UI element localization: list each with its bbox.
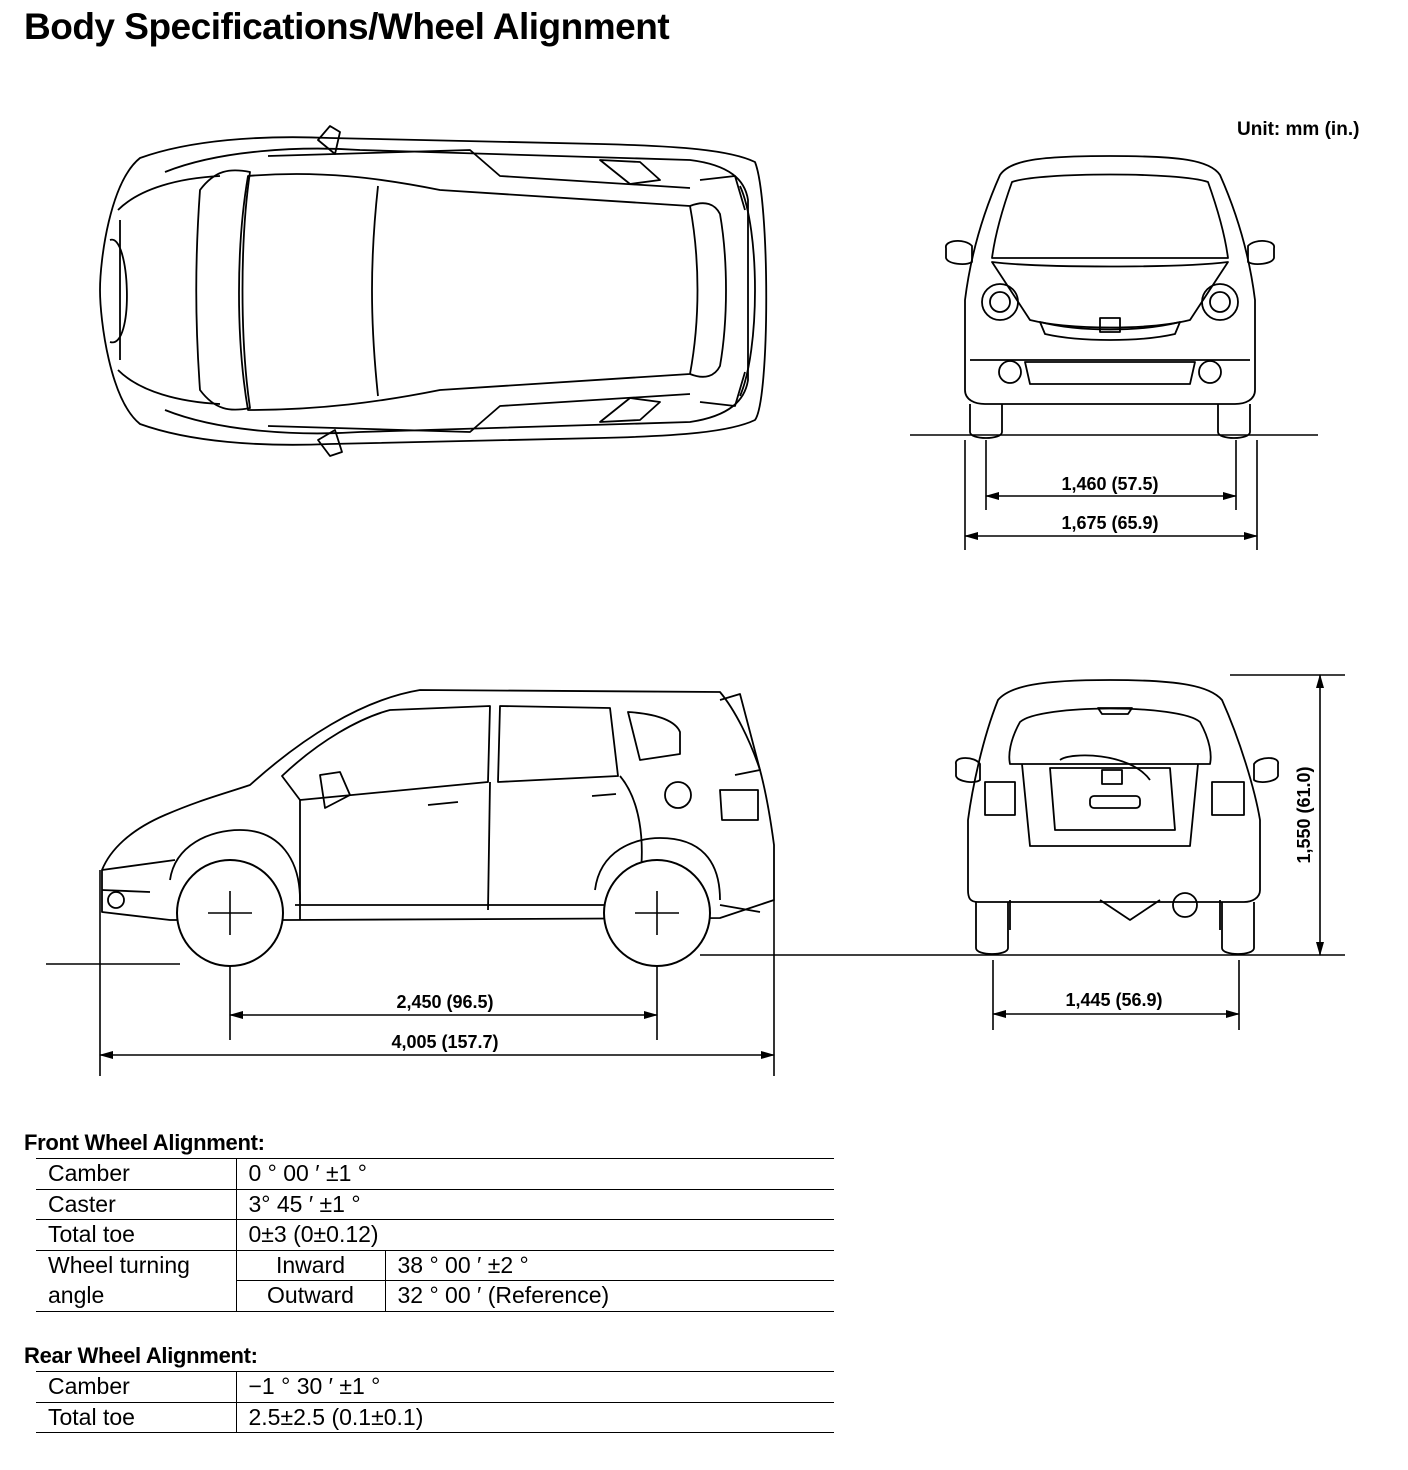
camber-value: 0 ° 00 ′ ±1 °: [235, 1158, 834, 1190]
caster-label: Caster: [36, 1189, 236, 1220]
overall-length-label: 4,005 (157.7): [391, 1032, 498, 1052]
rear-camber-label: Camber: [36, 1371, 236, 1403]
side-view-drawing: [101, 689, 775, 921]
total-toe-value: 0±3 (0±0.12): [235, 1219, 834, 1251]
inward-label: Inward: [235, 1250, 385, 1281]
outward-label: Outward: [235, 1280, 385, 1312]
outward-value: 32 ° 00 ′ (Reference): [384, 1280, 834, 1312]
rear-view-drawing: [955, 679, 1279, 955]
total-toe-label: Total toe: [36, 1219, 236, 1251]
front-track-label: 1,460 (57.5): [1061, 474, 1158, 494]
top-view-drawing: [99, 125, 768, 457]
wheel-turning-label: Wheel turning: [48, 1252, 190, 1278]
table-row: Caster 3° 45 ′ ±1 °: [36, 1189, 834, 1220]
rear-total-toe-label: Total toe: [36, 1402, 236, 1433]
page-title: Body Specifications/Wheel Alignment: [24, 6, 670, 47]
front-alignment-heading: Front Wheel Alignment:: [24, 1130, 265, 1155]
overall-width-label: 1,675 (65.9): [1061, 513, 1158, 533]
camber-label: Camber: [36, 1158, 236, 1190]
rear-total-toe-value: 2.5±2.5 (0.1±0.1): [235, 1402, 834, 1433]
wheelbase-label: 2,450 (96.5): [396, 992, 493, 1012]
table-row: Camber 0 ° 00 ′ ±1 °: [36, 1158, 834, 1190]
table-row: angle Outward 32 ° 00 ′ (Reference): [36, 1280, 834, 1312]
front-view-drawing: [945, 155, 1275, 439]
table-row: Camber −1 ° 30 ′ ±1 °: [36, 1371, 834, 1403]
table-row: Wheel turning Inward 38 ° 00 ′ ±2 °: [36, 1250, 834, 1281]
overall-height-label: 1,550 (61.0): [1294, 766, 1314, 863]
front-alignment-table: Camber 0 ° 00 ′ ±1 ° Caster 3° 45 ′ ±1 °…: [36, 1158, 834, 1312]
table-row: Total toe 2.5±2.5 (0.1±0.1): [36, 1402, 834, 1433]
inward-value: 38 ° 00 ′ ±2 °: [384, 1250, 834, 1281]
dimension-lines: [46, 434, 1345, 1076]
rear-alignment-heading: Rear Wheel Alignment:: [24, 1343, 258, 1368]
table-row: Total toe 0±3 (0±0.12): [36, 1219, 834, 1251]
wheel-turning-label-2: angle: [36, 1280, 236, 1312]
side-view-wheels: [176, 859, 711, 967]
rear-alignment-table: Camber −1 ° 30 ′ ±1 ° Total toe 2.5±2.5 …: [36, 1371, 834, 1433]
caster-value: 3° 45 ′ ±1 °: [235, 1189, 834, 1220]
rear-camber-value: −1 ° 30 ′ ±1 °: [235, 1371, 834, 1403]
unit-label: Unit: mm (in.): [1237, 119, 1360, 140]
rear-track-label: 1,445 (56.9): [1065, 990, 1162, 1010]
